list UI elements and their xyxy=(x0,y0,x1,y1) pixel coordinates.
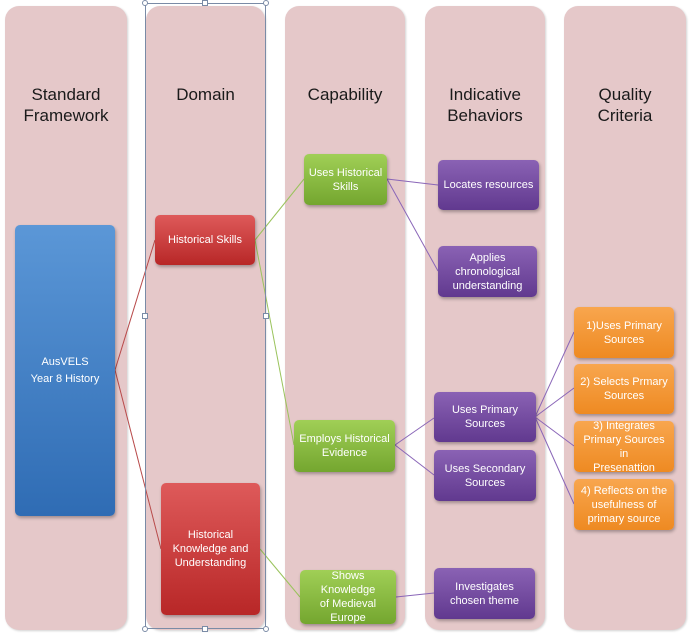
connector-primary-criterion-3 xyxy=(534,416,575,447)
resize-handle-bottom-middle[interactable] xyxy=(202,626,208,632)
column-title-domain: Domain xyxy=(176,85,235,104)
connector-primary-criterion-2 xyxy=(534,387,575,418)
node-ausvels-year-8-history[interactable]: AusVELS Year 8 History xyxy=(15,225,115,516)
node-uses-secondary-sources[interactable]: Uses Secondary Sources xyxy=(434,450,536,501)
connector-skills-employs-historical-evidence xyxy=(254,239,295,446)
connector-ausvels-historical-knowledge xyxy=(114,369,162,550)
resize-handle-top-middle[interactable] xyxy=(202,0,208,6)
connector-knowledge-shows-knowledge xyxy=(259,548,301,598)
resize-handle-bottom-right[interactable] xyxy=(263,626,269,632)
connector-uses-skills-applies-chronological xyxy=(386,178,439,272)
node-criterion-reflects-on-usefulness[interactable]: 4) Reflects on the usefulness of primary… xyxy=(574,479,674,530)
column-indicative-behaviors: Indicative Behaviors xyxy=(425,6,545,630)
node-investigates-chosen-theme[interactable]: Investigates chosen theme xyxy=(434,568,535,619)
node-uses-historical-skills[interactable]: Uses Historical Skills xyxy=(304,154,387,205)
node-criterion-integrates-primary-sources[interactable]: 3) Integrates Primary Sources in Presena… xyxy=(574,420,674,474)
connector-shows-knowledge-investigates xyxy=(395,592,435,598)
node-applies-chronological-understanding[interactable]: Applies chronological understanding xyxy=(438,246,537,297)
node-historical-knowledge[interactable]: Historical Knowledge and Understanding xyxy=(161,483,260,615)
connector-ausvels-historical-skills xyxy=(114,239,156,371)
column-title-standard-framework: Standard Framework xyxy=(23,85,109,125)
node-uses-primary-sources[interactable]: Uses Primary Sources xyxy=(434,392,536,442)
node-criterion-selects-primary-sources[interactable]: 2) Selects Prmary Sources xyxy=(574,364,674,414)
connector-evidence-secondary-sources xyxy=(394,444,435,476)
column-title-indicative-behaviors: Indicative Behaviors xyxy=(447,85,523,125)
node-historical-skills[interactable]: Historical Skills xyxy=(155,215,255,265)
node-criterion-uses-primary-sources[interactable]: 1)Uses Primary Sources xyxy=(574,307,674,358)
connector-primary-criterion-4 xyxy=(534,416,575,505)
resize-handle-top-right[interactable] xyxy=(263,0,269,6)
connector-uses-skills-locates-resources xyxy=(386,178,439,186)
resize-handle-bottom-left[interactable] xyxy=(142,626,148,632)
resize-handle-middle-left[interactable] xyxy=(142,313,148,319)
connector-primary-criterion-1 xyxy=(534,331,575,418)
resize-handle-middle-right[interactable] xyxy=(263,313,269,319)
node-shows-knowledge-medieval-europe[interactable]: Shows Knowledge of Medieval Europe xyxy=(300,570,396,624)
column-capability: Capability xyxy=(285,6,405,630)
node-employs-historical-evidence[interactable]: Employs Historical Evidence xyxy=(294,420,395,472)
column-title-capability: Capability xyxy=(307,85,383,104)
selection-frame[interactable] xyxy=(145,3,266,629)
column-title-quality-criteria: Quality Criteria xyxy=(597,85,653,125)
resize-handle-top-left[interactable] xyxy=(142,0,148,6)
connector-evidence-primary-sources xyxy=(394,417,435,446)
node-locates-resources[interactable]: Locates resources xyxy=(438,160,539,210)
connector-skills-uses-historical-skills xyxy=(254,178,305,241)
